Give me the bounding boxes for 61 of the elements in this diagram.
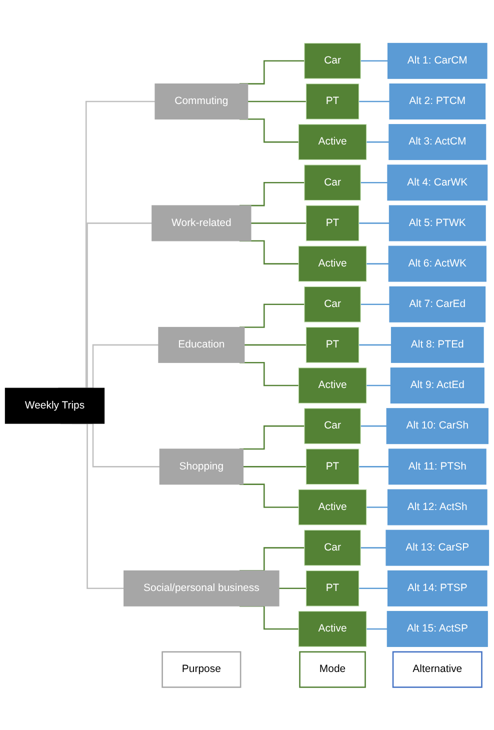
node-box: PT	[306, 83, 360, 120]
node-box: Car	[304, 164, 361, 200]
node-box: Active	[298, 610, 367, 647]
node-box: Work-related	[152, 204, 252, 241]
connector	[366, 506, 388, 508]
node-box: Commuting	[154, 83, 248, 120]
node-box: Active	[298, 124, 367, 160]
connector	[360, 182, 388, 184]
connector	[366, 628, 388, 630]
node-box: Alt 12: ActSh	[387, 489, 488, 525]
node-box: Weekly Trips	[4, 388, 105, 424]
connector	[239, 362, 299, 386]
connector	[358, 588, 388, 589]
node-box: Active	[298, 489, 367, 525]
node-box: Alt 1: CarCM	[387, 42, 488, 79]
node-box: Car	[304, 42, 361, 79]
connector	[360, 303, 390, 305]
node-box: Mode	[299, 651, 366, 688]
node-box: PT	[306, 570, 360, 606]
node-box: Alt 14: PTSP	[387, 570, 488, 606]
node-box: PT	[306, 204, 360, 241]
node-box: Social/personal business	[124, 570, 280, 606]
connector	[358, 100, 390, 102]
connector	[250, 222, 306, 224]
connector	[366, 384, 391, 386]
node-box: Car	[304, 408, 361, 444]
node-box: Education	[158, 326, 245, 363]
node-box: Alt 5: PTWK	[388, 204, 486, 241]
connector	[244, 344, 306, 346]
connector	[358, 466, 389, 468]
connector	[248, 100, 306, 102]
node-box: Alt 7: CarEd	[389, 286, 486, 322]
connector	[358, 222, 390, 224]
node-box: Alt 11: PTSh	[388, 448, 486, 484]
node-box: Alt 3: ActCM	[388, 124, 486, 160]
node-box: Alt 8: PTEd	[390, 326, 484, 363]
node-box: Alt 13: CarSP	[386, 530, 490, 566]
node-box: Alt 6: ActWK	[388, 246, 486, 282]
node-box: Purpose	[162, 651, 242, 688]
connector	[366, 262, 389, 264]
node-box: Active	[298, 246, 367, 282]
connector	[278, 588, 306, 589]
node-box: Shopping	[159, 448, 244, 484]
node-box: Alt 15: ActSP	[386, 610, 488, 647]
node-box: Alt 2: PTCM	[389, 83, 486, 120]
connector	[360, 546, 386, 548]
node-box: Car	[304, 286, 361, 322]
connector	[358, 344, 392, 346]
node-box: Active	[298, 367, 367, 404]
node-box: Alt 10: CarSh	[386, 408, 488, 444]
connector	[360, 60, 388, 62]
node-box: PT	[306, 448, 360, 484]
connector	[366, 141, 389, 142]
node-box: Car	[304, 530, 361, 566]
connector	[239, 118, 299, 142]
node-box: Alternative	[392, 651, 482, 688]
node-box: PT	[306, 326, 360, 363]
node-box: Alt 9: ActEd	[390, 367, 484, 404]
node-box: Alt 4: CarWK	[387, 164, 488, 200]
connector	[243, 466, 306, 468]
connector	[360, 425, 387, 426]
